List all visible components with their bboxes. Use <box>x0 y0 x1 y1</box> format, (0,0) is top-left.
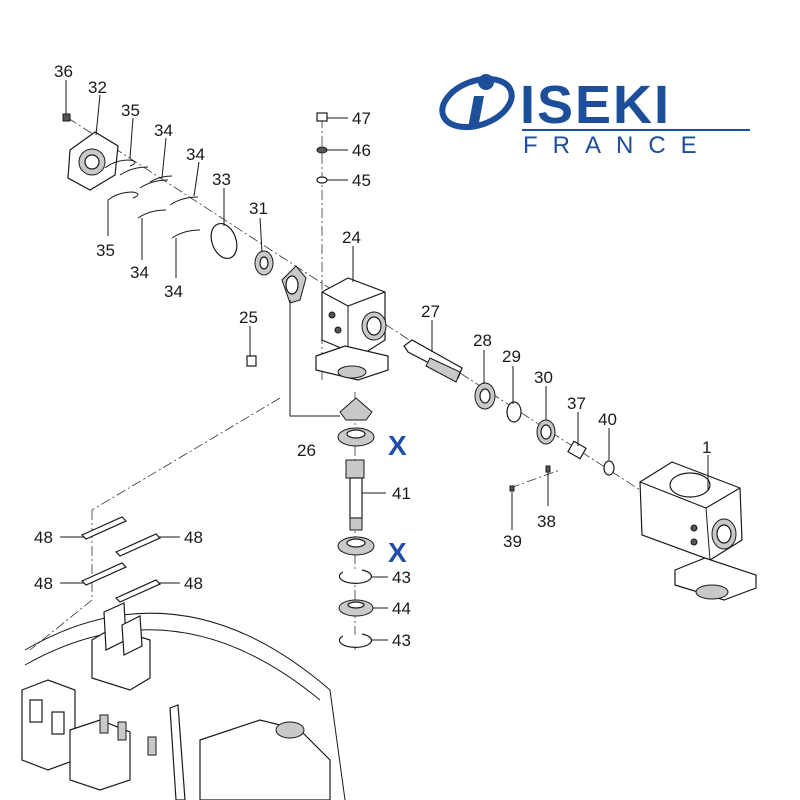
part-39-pin <box>509 485 515 492</box>
label-1: 1 <box>702 438 711 457</box>
label-36: 36 <box>54 62 73 81</box>
x-mark-lower-bearing: X <box>388 537 407 568</box>
label-35-bottom: 35 <box>96 241 115 260</box>
part-1-main-gearbox <box>639 461 757 601</box>
label-47: 47 <box>352 109 371 128</box>
brand-sub: FRANCE <box>523 132 712 159</box>
label-25: 25 <box>239 308 258 327</box>
bearing-lower-x <box>337 536 375 556</box>
label-45: 45 <box>352 171 371 190</box>
part-44-seal <box>338 599 374 617</box>
bevel-gear-upper <box>281 265 307 304</box>
brand-name: ISEKI <box>520 75 671 135</box>
label-41: 41 <box>392 484 411 503</box>
label-43-lower: 43 <box>392 631 411 650</box>
label-34-c: 34 <box>130 263 149 282</box>
part-43-circlip-upper <box>338 569 372 584</box>
label-48-a: 48 <box>34 528 53 547</box>
label-38: 38 <box>537 512 556 531</box>
x-mark-upper-bearing: X <box>388 430 407 461</box>
label-31: 31 <box>249 199 268 218</box>
iseki-logo: ISEKI FRANCE <box>439 74 750 159</box>
label-33: 33 <box>212 170 231 189</box>
label-48-d: 48 <box>184 574 203 593</box>
part-29-circlip <box>506 401 522 423</box>
part-33-o-ring <box>210 222 238 260</box>
part-32-flange-cover <box>67 131 119 191</box>
label-43-upper: 43 <box>392 568 411 587</box>
label-37: 37 <box>567 394 586 413</box>
label-24: 24 <box>342 228 361 247</box>
label-27: 27 <box>421 302 440 321</box>
label-28: 28 <box>473 331 492 350</box>
part-36-screw <box>62 113 71 122</box>
label-30: 30 <box>534 368 553 387</box>
label-48-b: 48 <box>184 528 203 547</box>
bearing-upper-x <box>337 427 375 447</box>
leader-lines <box>60 80 709 641</box>
part-40-ring <box>603 460 615 476</box>
label-48-c: 48 <box>34 574 53 593</box>
mower-deck <box>21 602 346 800</box>
label-34-b: 34 <box>186 145 205 164</box>
shims-34-35 <box>104 159 201 239</box>
part-25-plug <box>246 355 257 367</box>
part-37-bushing <box>567 440 587 460</box>
label-39: 39 <box>503 532 522 551</box>
iseki-emblem-icon <box>439 74 515 131</box>
part-43-circlip-lower <box>338 633 372 648</box>
vertical-shaft-stack <box>337 427 375 648</box>
label-34-a: 34 <box>154 121 173 140</box>
label-44: 44 <box>392 599 411 618</box>
label-26: 26 <box>297 441 316 460</box>
label-35-top: 35 <box>121 101 140 120</box>
part-27-shaft <box>403 339 463 383</box>
links-48 <box>80 516 162 603</box>
label-32: 32 <box>88 78 107 97</box>
part-26-bevel-gear <box>339 397 373 421</box>
label-29: 29 <box>502 347 521 366</box>
part-38-pin <box>545 465 551 473</box>
part-30-seal <box>536 419 556 445</box>
part-31-bearing <box>254 250 274 276</box>
part-28-bearing <box>474 382 496 410</box>
part-labels: 36 32 35 34 34 33 31 35 34 34 47 46 45 2… <box>34 62 711 650</box>
label-40: 40 <box>598 410 617 429</box>
part-24-gearbox-housing <box>315 277 389 381</box>
label-46: 46 <box>352 141 371 160</box>
label-34-d: 34 <box>164 282 183 301</box>
part-41-shaft <box>345 459 365 531</box>
